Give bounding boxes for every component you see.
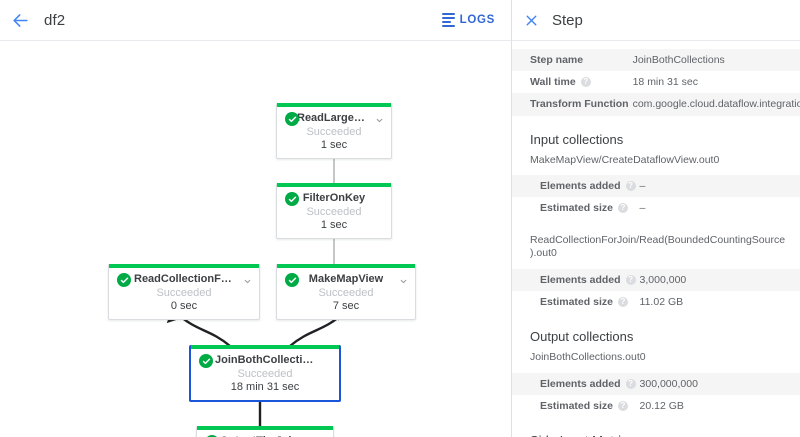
step-summary-table: Step name JoinBothCollections Wall time?… — [512, 49, 800, 116]
node-status: Succeeded — [156, 287, 212, 299]
table-row: Transform Function com.google.cloud.data… — [512, 93, 800, 116]
arrow-left-icon[interactable] — [0, 0, 40, 41]
graph-node-read-large-collection[interactable]: ReadLargeCollectionFr… Succeeded 1 sec — [276, 103, 392, 159]
table-row: Wall time? 18 min 31 sec — [512, 71, 800, 93]
node-time: 1 sec — [320, 139, 348, 151]
row-label: Elements added — [540, 273, 621, 286]
row-value: 20.12 GB — [639, 399, 684, 412]
help-icon[interactable]: ? — [625, 274, 636, 285]
row-label: Estimated size — [540, 399, 613, 412]
success-check-icon — [285, 273, 299, 287]
row-value: 300,000,000 — [639, 372, 800, 395]
node-title: MakeMapView — [308, 273, 384, 285]
collection-name: JoinBothCollections.out0 — [530, 351, 646, 364]
row-value: 3,000,000 — [639, 268, 800, 291]
list-icon — [441, 13, 455, 27]
row-label: Elements added — [540, 180, 621, 193]
graph-node-read-collection-for-join[interactable]: ReadCollectionForJoin Succeeded 0 sec — [108, 264, 260, 320]
node-status: Succeeded — [318, 287, 374, 299]
panel-title: Step — [552, 11, 583, 29]
node-time: 18 min 31 sec — [230, 381, 300, 393]
table-row: Elements added? 300,000,000 — [512, 372, 800, 395]
node-title: ReadCollectionForJoin — [134, 273, 248, 285]
row-label: Transform Function — [530, 98, 629, 111]
row-label: Step name — [530, 54, 584, 66]
help-icon[interactable]: ? — [625, 378, 636, 389]
help-icon[interactable]: ? — [617, 296, 628, 307]
chevron-down-icon[interactable] — [399, 274, 408, 290]
row-value: – — [639, 202, 646, 215]
top-bar: df2 LOGS — [0, 0, 511, 41]
table-row: Step name JoinBothCollections — [512, 49, 800, 72]
row-value: 11.02 GB — [639, 295, 684, 308]
collection-name: MakeMapView/CreateDataflowView.out0 — [530, 153, 720, 166]
node-time: 0 sec — [170, 300, 198, 312]
row-value: com.google.cloud.dataflow.integration.Si… — [632, 93, 800, 116]
side-input-metrics-title: Side Input Metrics — [512, 433, 800, 437]
output-collection-0-table: Elements added? 300,000,000 Estimated si… — [512, 372, 800, 417]
node-title: JoinBothCollections — [215, 354, 322, 366]
input-collections-title: Input collections — [530, 131, 624, 147]
row-value: – — [639, 175, 800, 198]
page-title: df2 — [44, 11, 66, 29]
node-time: 7 sec — [332, 300, 360, 312]
table-row: Elements added? – — [512, 175, 800, 198]
graph-node-join-both-collections[interactable]: JoinBothCollections Succeeded 18 min 31 … — [189, 345, 341, 402]
node-status-bar — [277, 183, 391, 187]
success-check-icon — [285, 112, 299, 126]
row-label: Estimated size — [540, 202, 613, 215]
table-row: Elements added? 3,000,000 — [512, 268, 800, 291]
node-time: 1 sec — [320, 219, 348, 231]
close-icon[interactable] — [512, 0, 550, 41]
panel-header: Step — [512, 0, 800, 41]
success-check-icon — [199, 354, 213, 368]
panel-body: Step name JoinBothCollections Wall time?… — [512, 41, 800, 437]
row-value: 18 min 31 sec — [632, 76, 698, 89]
chevron-down-icon[interactable] — [243, 274, 252, 290]
node-status-bar — [109, 264, 259, 268]
graph-node-filter-on-key[interactable]: FilterOnKey Succeeded 1 sec — [276, 183, 392, 239]
success-check-icon — [205, 435, 219, 437]
help-icon[interactable]: ? — [617, 203, 628, 214]
help-icon[interactable]: ? — [625, 181, 636, 192]
input-collection-0-table: Elements added? – Estimated size? – — [512, 175, 800, 219]
node-status: Succeeded — [306, 126, 362, 138]
node-status-bar — [277, 264, 415, 268]
success-check-icon — [285, 192, 299, 206]
node-status-bar — [277, 103, 391, 107]
node-title: FilterOnKey — [302, 192, 366, 204]
success-check-icon — [117, 273, 131, 287]
pipeline-graph[interactable]: ReadLargeCollectionFr… Succeeded 1 sec — [0, 41, 511, 437]
node-status: Succeeded — [237, 368, 293, 380]
graph-node-output-the-joined-collection[interactable]: OutputTheJoinedCollec… Succeeded 18 sec — [196, 426, 334, 437]
logs-button-label: LOGS — [459, 14, 495, 26]
node-status-bar — [197, 426, 333, 430]
input-collection-1-table: Elements added? 3,000,000 Estimated size… — [512, 268, 800, 313]
table-row: Estimated size? 20.12 GB — [512, 395, 800, 417]
help-icon[interactable]: ? — [580, 77, 591, 88]
node-status: Succeeded — [306, 206, 362, 218]
table-row: Estimated size? – — [512, 197, 800, 219]
row-value: JoinBothCollections — [632, 49, 800, 72]
logs-button[interactable]: LOGS — [441, 13, 495, 27]
output-collections-title: Output collections — [530, 329, 634, 345]
graph-node-make-map-view[interactable]: MakeMapView Succeeded 7 sec — [276, 264, 416, 320]
job-graph-pane: df2 LOGS — [0, 0, 511, 437]
node-status-bar — [191, 345, 339, 349]
help-icon[interactable]: ? — [617, 400, 628, 411]
step-details-panel: Step Step name JoinBothCollections Wall … — [511, 0, 800, 437]
row-label: Elements added — [540, 377, 621, 390]
row-label: Estimated size — [540, 295, 613, 308]
chevron-down-icon[interactable] — [375, 113, 384, 129]
table-row: Estimated size? 11.02 GB — [512, 291, 800, 313]
collection-name: ReadCollectionForJoin/Read(BoundedCounti… — [530, 233, 786, 260]
row-label: Wall time — [530, 76, 576, 89]
